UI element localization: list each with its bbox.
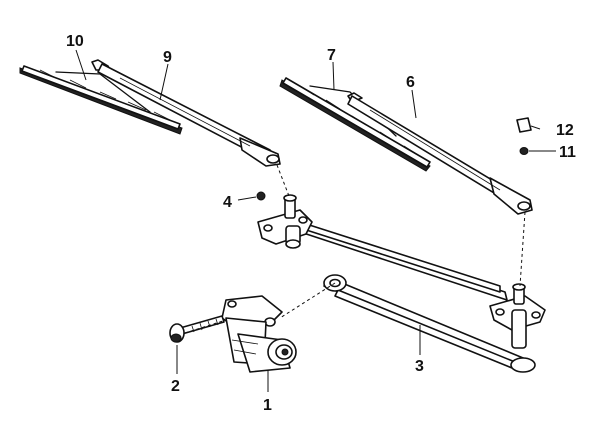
wiper-motor	[221, 295, 297, 373]
callout-labels: 1 2 3 4 6 7 9 10 11 12	[66, 33, 576, 414]
leader-lines	[75, 49, 556, 392]
wiper-arm-right	[347, 92, 533, 215]
callout-6: 6	[406, 74, 415, 91]
callout-7: 7	[327, 47, 336, 64]
callout-2: 2	[171, 378, 180, 395]
callout-12: 12	[556, 122, 574, 139]
wiper-linkage	[257, 194, 546, 373]
pivot-nut-right	[519, 147, 529, 155]
callout-9: 9	[163, 49, 172, 66]
wiper-blade-right	[279, 77, 431, 172]
pivot-nut-left	[256, 191, 266, 201]
callout-11: 11	[559, 144, 576, 161]
wiper-arm-left	[91, 59, 281, 167]
callout-3: 3	[415, 358, 424, 375]
callout-10: 10	[66, 33, 84, 50]
wiper-blade-left	[19, 65, 183, 135]
assembly-lines	[184, 164, 526, 334]
pivot-cap	[516, 117, 532, 133]
motor-mounting-bolt	[169, 315, 225, 343]
callout-1: 1	[263, 397, 272, 414]
callout-4: 4	[223, 194, 232, 211]
